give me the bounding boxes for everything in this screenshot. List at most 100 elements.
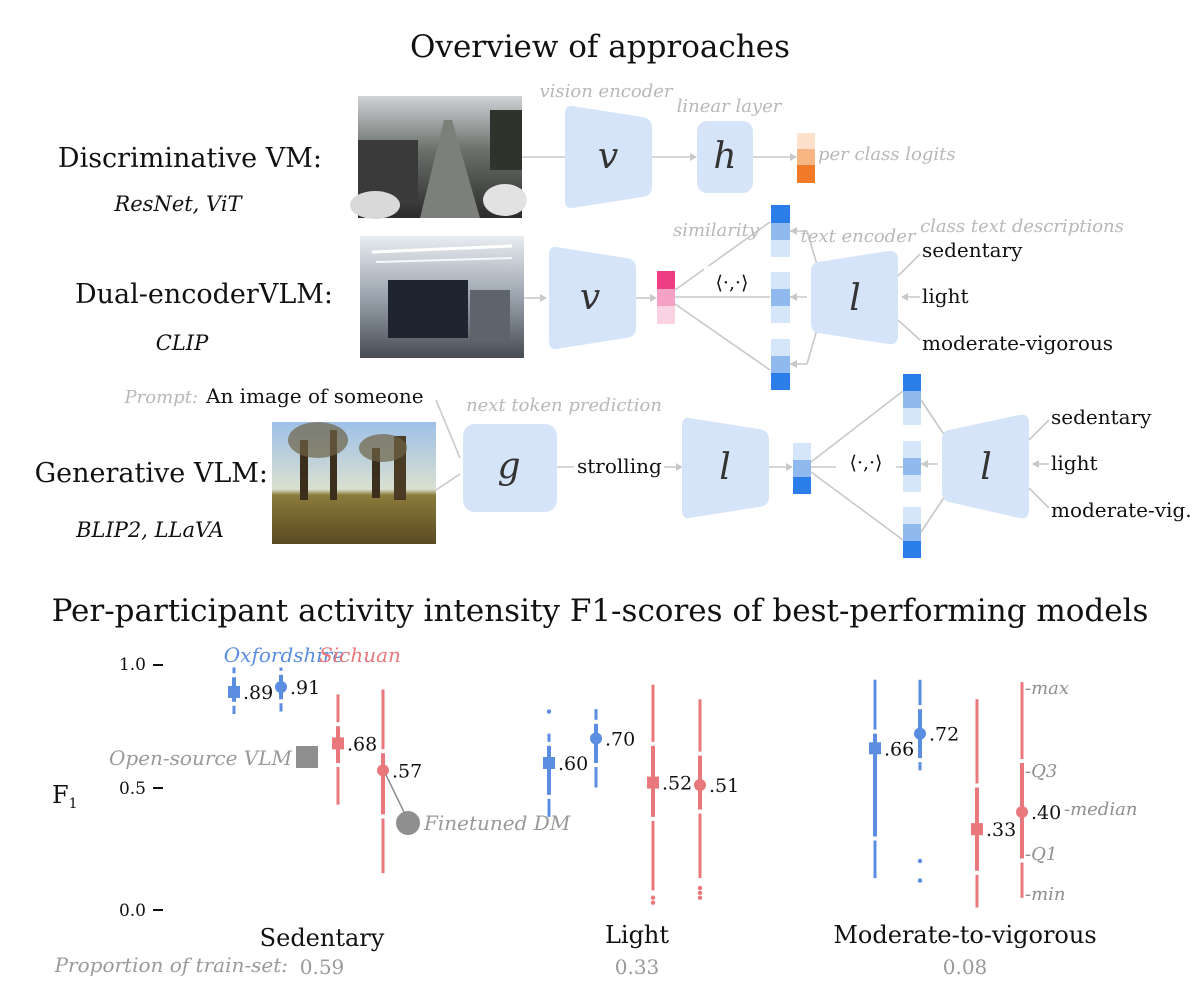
ytick-1-0: 1.0 bbox=[119, 655, 146, 675]
box-sichuan-moderate-to-vigorous-finetuned-median-label: .40 bbox=[1031, 802, 1061, 824]
similarity-label: similarity bbox=[673, 220, 760, 241]
box-oxfordshire-moderate-to-vigorous-finetuned-outlier-0 bbox=[917, 858, 923, 864]
vision-encoder-label: vision encoder bbox=[539, 81, 673, 102]
box-sichuan-sedentary-open-source-median-marker bbox=[332, 737, 344, 750]
legend-open-source-square bbox=[296, 746, 318, 768]
box-sichuan-sedentary-finetuned-median-label: .57 bbox=[392, 760, 422, 782]
proportion-sedentary: 0.59 bbox=[300, 955, 345, 979]
dual-text-encoder-symbol: l bbox=[849, 278, 861, 319]
box-oxfordshire-sedentary-open-source-median-marker bbox=[228, 685, 240, 698]
box-sichuan-light-finetuned-median-marker bbox=[694, 779, 706, 792]
box-oxfordshire-light-finetuned-median-label: .70 bbox=[605, 729, 635, 751]
vision-encoder-block bbox=[565, 105, 652, 209]
caption-embedding-bar bbox=[793, 443, 811, 494]
arrow-image-to-g bbox=[435, 473, 461, 491]
legend-sichuan: Sichuan bbox=[319, 643, 401, 667]
box-sichuan-sedentary-finetuned-median-marker bbox=[377, 764, 389, 777]
generative-class-sedentary: sedentary bbox=[1051, 405, 1152, 429]
legend-finetuned-circle bbox=[396, 811, 420, 835]
stat-label-min: -min bbox=[1025, 884, 1066, 905]
sim-line-top bbox=[674, 221, 771, 291]
box-sichuan-light-finetuned-outlier-1 bbox=[697, 890, 703, 896]
box-sichuan-sedentary-open-source-median-label: .68 bbox=[347, 733, 377, 755]
box-oxfordshire-moderate-to-vigorous-finetuned-outlier-1 bbox=[917, 878, 923, 883]
generative-model-symbol: g bbox=[497, 446, 520, 487]
box-oxfordshire-moderate-to-vigorous-finetuned-median-marker bbox=[914, 727, 926, 740]
next-token-label: next token prediction bbox=[466, 395, 662, 416]
box-oxfordshire-moderate-to-vigorous-open-source-median-marker bbox=[869, 742, 881, 755]
generative-class-encoder-block bbox=[942, 414, 1029, 519]
category-moderate-to-vigorous: Moderate-to-vigorous bbox=[833, 921, 1096, 949]
stat-label-q3: -Q3 bbox=[1025, 761, 1057, 782]
per-class-logits-label: per class logits bbox=[818, 144, 956, 165]
generative-class-moderate-vig: moderate-vig. bbox=[1051, 498, 1192, 522]
legend-open-source-label: Open-source VLM bbox=[109, 746, 293, 770]
dual-class-moderate-vigorous: moderate-vigorous bbox=[922, 331, 1113, 355]
generative-model-block bbox=[463, 424, 557, 512]
generative-class-light: light bbox=[1051, 451, 1098, 475]
box-oxfordshire-light-finetuned-median-marker bbox=[590, 732, 602, 745]
box-sichuan-moderate-to-vigorous-open-source-median-label: .33 bbox=[986, 819, 1016, 841]
box-oxfordshire-sedentary-finetuned-median-marker bbox=[275, 681, 287, 694]
legend-oxfordshire: Oxfordshire bbox=[224, 643, 344, 667]
legend-finetuned: Finetuned DM bbox=[385, 774, 571, 835]
generated-word: strolling bbox=[577, 454, 662, 478]
category-sedentary: Sedentary bbox=[260, 924, 385, 952]
box-sichuan-light-finetuned-outlier-2 bbox=[697, 895, 703, 900]
generative-text-encoder-symbol: l bbox=[719, 447, 731, 488]
generative-inner-product: ⟨·,·⟩ bbox=[850, 452, 883, 474]
legend-finetuned-label: Finetuned DM bbox=[423, 811, 571, 835]
dual-class-sedentary: sedentary bbox=[922, 238, 1023, 262]
discriminative-label: Discriminative VM: bbox=[58, 143, 322, 174]
generative-class-embeddings-column bbox=[903, 374, 921, 558]
box-oxfordshire-light-open-source-outlier-0 bbox=[546, 709, 552, 714]
class-text-descriptions-label: class text descriptions bbox=[920, 216, 1124, 237]
chart-title: Per-participant activity intensity F1-sc… bbox=[52, 593, 1149, 629]
box-oxfordshire-moderate-to-vigorous-finetuned-median-label: .72 bbox=[929, 724, 959, 746]
stat-label-q1: -Q1 bbox=[1025, 844, 1057, 865]
proportion-light: 0.33 bbox=[615, 955, 660, 979]
ytick-0-5: 0.5 bbox=[119, 779, 146, 799]
dual-label: Dual-encoderVLM: bbox=[75, 279, 333, 310]
legend-open-source: Open-source VLM bbox=[109, 746, 318, 770]
image-embedding-bar bbox=[657, 271, 675, 324]
image-road bbox=[350, 96, 527, 219]
proportion-label: Proportion of train-set: bbox=[54, 953, 288, 977]
box-sichuan-moderate-to-vigorous-finetuned-median-marker bbox=[1016, 806, 1028, 818]
image-room bbox=[360, 236, 524, 358]
prompt-text: An image of someone bbox=[205, 384, 424, 408]
box-sichuan-light-open-source-median-marker bbox=[647, 776, 659, 789]
box-sichuan-light-open-source-outlier-1 bbox=[650, 900, 656, 905]
text-encoder-label: text encoder bbox=[801, 226, 917, 247]
proportion-moderate-to-vigorous: 0.08 bbox=[943, 955, 988, 979]
linear-layer-label: linear layer bbox=[677, 96, 783, 117]
sim-line-bottom bbox=[674, 303, 771, 371]
stat-label-max: -max bbox=[1025, 678, 1069, 699]
category-light: Light bbox=[605, 921, 669, 949]
dual-class-light: light bbox=[922, 284, 969, 308]
linear-layer-block bbox=[697, 121, 753, 193]
dual-vision-encoder-symbol: v bbox=[580, 277, 600, 318]
prompt-label: Prompt: bbox=[124, 387, 198, 408]
boxplot-series: .89.91.68.57.60.70.52.51.66.72.33.40 bbox=[228, 667, 1061, 908]
y-axis-label: F1 bbox=[52, 781, 78, 812]
box-oxfordshire-sedentary-open-source-median-label: .89 bbox=[243, 682, 273, 704]
box-sichuan-light-open-source-outlier-0 bbox=[650, 895, 656, 900]
dual-text-encoder-block bbox=[811, 250, 898, 345]
generative-text-encoder-block bbox=[682, 417, 769, 519]
box-oxfordshire-sedentary-finetuned-median-label: .91 bbox=[290, 677, 320, 699]
dual-inner-product: ⟨·,·⟩ bbox=[716, 272, 749, 294]
discriminative-models: ResNet, ViT bbox=[113, 192, 243, 216]
image-park bbox=[272, 422, 436, 544]
ytick-0-0: 0.0 bbox=[119, 901, 146, 921]
overview-title: Overview of approaches bbox=[410, 29, 790, 65]
dual-models: CLIP bbox=[156, 331, 209, 355]
logits-bar bbox=[797, 133, 815, 183]
text-embeddings-column bbox=[771, 205, 790, 390]
box-sichuan-moderate-to-vigorous-open-source-median-marker bbox=[971, 823, 983, 836]
generative-class-encoder-symbol: l bbox=[980, 447, 992, 488]
box-sichuan-light-finetuned-outlier-0 bbox=[697, 885, 703, 891]
box-sichuan-light-open-source-median-label: .52 bbox=[662, 773, 692, 795]
generative-models: BLIP2, LLaVA bbox=[75, 518, 224, 542]
dual-vision-encoder-block bbox=[549, 246, 636, 350]
